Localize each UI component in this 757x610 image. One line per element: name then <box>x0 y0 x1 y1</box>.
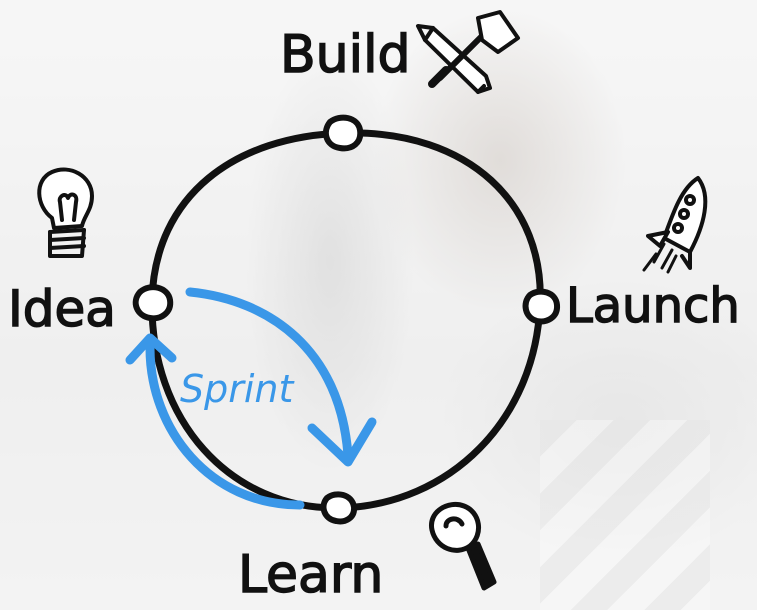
magnifying-glass-icon <box>429 502 497 591</box>
sprint-arrow-down <box>185 287 353 460</box>
sprint-arrows <box>125 287 377 510</box>
sprint-arrowhead-down <box>307 417 377 467</box>
lightbulb-icon <box>37 167 94 258</box>
sprint-arrow-up <box>145 343 305 510</box>
node-learn <box>320 491 358 525</box>
stage-label-learn: Learn <box>238 545 383 605</box>
node-build <box>322 114 364 152</box>
node-idea <box>132 284 174 322</box>
sprint-arrowhead-up <box>125 333 177 365</box>
stage-label-idea: Idea <box>8 280 116 338</box>
sprint-label: Sprint <box>180 367 296 411</box>
rocket-icon <box>642 176 708 274</box>
stage-label-launch: Launch <box>566 278 740 334</box>
hammer-and-pencil-icon <box>416 10 520 94</box>
node-launch <box>522 288 560 325</box>
stage-label-build: Build <box>280 25 411 85</box>
